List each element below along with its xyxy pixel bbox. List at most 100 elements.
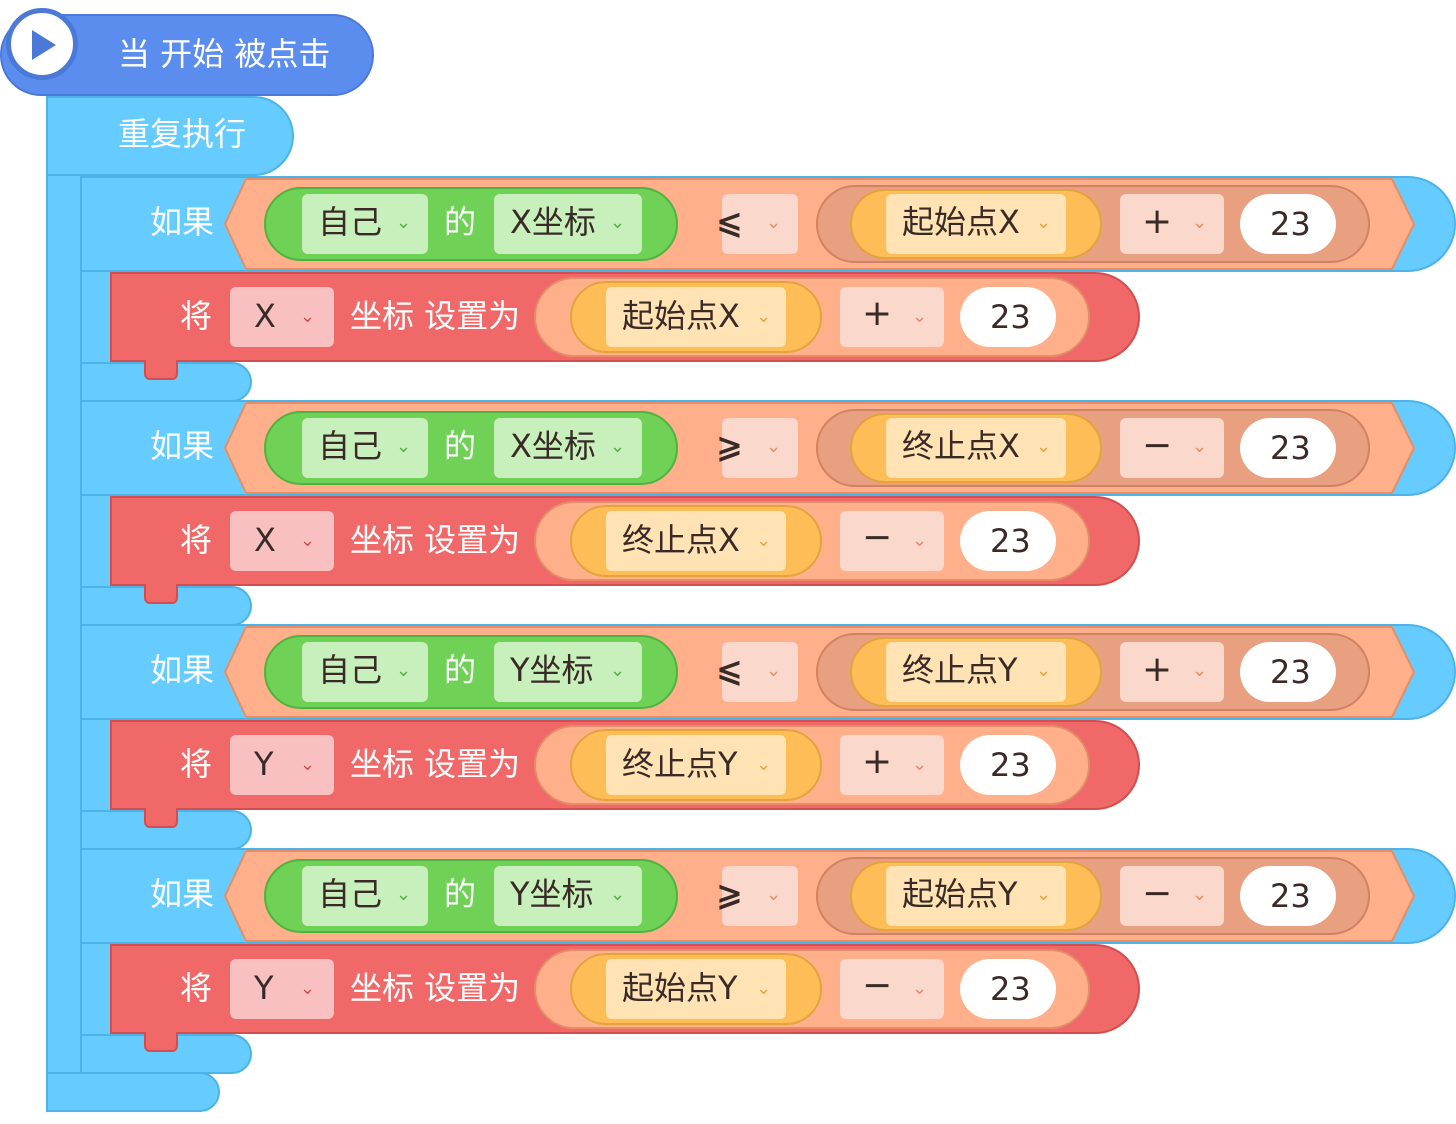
number-value: 23 [990, 298, 1031, 336]
chevron-down-icon: ⌄ [610, 884, 626, 905]
axis-dropdown[interactable] [230, 959, 334, 1019]
number-input[interactable] [1240, 866, 1336, 926]
variable-dropdown[interactable] [606, 735, 786, 795]
variable-dropdown[interactable] [606, 287, 786, 347]
hat-label: 当 开始 被点击 [118, 35, 331, 73]
repeat-label: 重复执行 [118, 115, 247, 153]
chevron-down-icon: ⌄ [756, 530, 772, 551]
operator-value: − [862, 517, 893, 558]
property-dropdown[interactable] [494, 194, 642, 254]
operator-value: + [862, 293, 893, 334]
chevron-down-icon: ⌄ [1192, 884, 1208, 905]
chevron-down-icon: ⌄ [1192, 660, 1208, 681]
number-value: 23 [1270, 205, 1311, 243]
property-dropdown[interactable] [494, 866, 642, 926]
chevron-down-icon: ⌄ [300, 754, 316, 775]
chevron-down-icon: ⌄ [396, 884, 412, 905]
set-block-notch [144, 584, 178, 604]
axis-value: Y [254, 745, 274, 783]
property-dropdown[interactable] [494, 418, 642, 478]
variable-dropdown[interactable] [886, 418, 1066, 478]
comparator-dropdown[interactable] [722, 866, 798, 926]
object-value: 自己 [318, 875, 383, 913]
variable-value: 起始点X [622, 297, 740, 335]
comparator-value: ⩽ [716, 651, 743, 689]
chevron-down-icon: ⌄ [756, 754, 772, 775]
number-input[interactable] [1240, 418, 1336, 478]
axis-dropdown[interactable] [230, 287, 334, 347]
number-value: 23 [990, 746, 1031, 784]
comparator-dropdown[interactable] [722, 418, 798, 478]
object-dropdown[interactable] [302, 418, 428, 478]
operator-dropdown[interactable] [840, 287, 944, 347]
chevron-down-icon: ⌄ [912, 306, 928, 327]
operator-dropdown[interactable] [840, 511, 944, 571]
variable-dropdown[interactable] [886, 866, 1066, 926]
variable-dropdown[interactable] [886, 194, 1066, 254]
object-dropdown[interactable] [302, 642, 428, 702]
axis-value: X [254, 521, 276, 559]
if-label: 如果 [150, 875, 215, 913]
chevron-down-icon: ⌄ [1036, 212, 1052, 233]
variable-value: 起始点Y [902, 875, 1018, 913]
chevron-down-icon: ⌄ [610, 660, 626, 681]
variable-value: 终止点Y [622, 745, 738, 783]
of-label: 的 [444, 651, 477, 689]
object-value: 自己 [318, 203, 383, 241]
chevron-down-icon: ⌄ [396, 436, 412, 457]
variable-value: 终止点Y [902, 651, 1018, 689]
operator-dropdown[interactable] [840, 735, 944, 795]
property-value: X坐标 [510, 203, 596, 241]
set-text: 坐标 设置为 [350, 297, 521, 335]
chevron-down-icon: ⌄ [766, 884, 782, 905]
number-input[interactable] [1240, 642, 1336, 702]
number-input[interactable] [1240, 194, 1336, 254]
variable-dropdown[interactable] [886, 642, 1066, 702]
chevron-down-icon: ⌄ [912, 978, 928, 999]
set-text: 坐标 设置为 [350, 521, 521, 559]
of-label: 的 [444, 203, 477, 241]
chevron-down-icon: ⌄ [1036, 436, 1052, 457]
comparator-dropdown[interactable] [722, 194, 798, 254]
repeat-loop-spine [46, 96, 82, 1112]
repeat-loop-foot [46, 1072, 220, 1112]
operator-dropdown[interactable] [1120, 642, 1224, 702]
if-label: 如果 [150, 651, 215, 689]
operator-dropdown[interactable] [1120, 866, 1224, 926]
chevron-down-icon: ⌄ [300, 306, 316, 327]
property-value: Y坐标 [510, 875, 594, 913]
of-label: 的 [444, 427, 477, 465]
axis-dropdown[interactable] [230, 735, 334, 795]
chevron-down-icon: ⌄ [396, 660, 412, 681]
set-block-notch [144, 1032, 178, 1052]
number-input[interactable] [960, 959, 1056, 1019]
operator-value: + [862, 741, 893, 782]
property-value: X坐标 [510, 427, 596, 465]
operator-dropdown[interactable] [1120, 194, 1224, 254]
number-value: 23 [990, 970, 1031, 1008]
variable-dropdown[interactable] [606, 959, 786, 1019]
repeat-forever-block[interactable] [48, 96, 294, 176]
number-input[interactable] [960, 735, 1056, 795]
number-input[interactable] [960, 287, 1056, 347]
operator-dropdown[interactable] [1120, 418, 1224, 478]
variable-value: 终止点X [902, 427, 1020, 465]
play-triangle [32, 30, 56, 60]
property-dropdown[interactable] [494, 642, 642, 702]
operator-value: + [1142, 649, 1173, 690]
variable-dropdown[interactable] [606, 511, 786, 571]
chevron-down-icon: ⌄ [1192, 212, 1208, 233]
chevron-down-icon: ⌄ [300, 978, 316, 999]
object-dropdown[interactable] [302, 194, 428, 254]
number-value: 23 [1270, 429, 1311, 467]
operator-value: − [1142, 425, 1173, 466]
comparator-value: ⩽ [716, 203, 743, 241]
chevron-down-icon: ⌄ [766, 212, 782, 233]
of-label: 的 [444, 875, 477, 913]
chevron-down-icon: ⌄ [756, 306, 772, 327]
number-input[interactable] [960, 511, 1056, 571]
object-dropdown[interactable] [302, 866, 428, 926]
axis-dropdown[interactable] [230, 511, 334, 571]
comparator-dropdown[interactable] [722, 642, 798, 702]
operator-dropdown[interactable] [840, 959, 944, 1019]
